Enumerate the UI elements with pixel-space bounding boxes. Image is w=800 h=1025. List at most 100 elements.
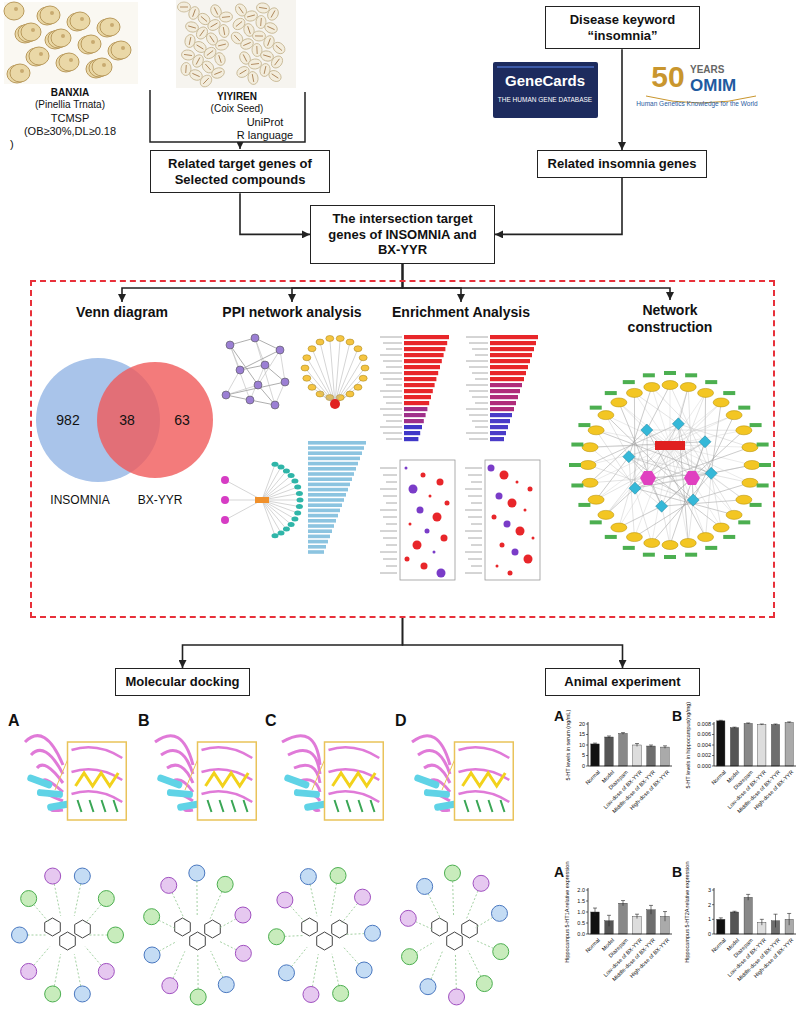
axis-tick [586, 934, 588, 935]
compound-node [623, 451, 635, 463]
degree-bar [308, 550, 324, 554]
tuber-spot [121, 46, 125, 50]
hub-node [255, 497, 269, 503]
panel-letter: C [265, 712, 277, 730]
error-bar [748, 894, 749, 900]
residue-circle [333, 985, 349, 1001]
seed-groove [193, 9, 196, 17]
term-placeholder [475, 403, 488, 404]
enrichment-dot [524, 555, 533, 564]
seed-groove [271, 11, 275, 18]
error-bar [609, 915, 610, 926]
term-placeholder [383, 415, 402, 416]
target-node [626, 388, 642, 397]
compound-node [687, 494, 699, 506]
docking-inset [198, 742, 257, 820]
docking-inset [325, 742, 384, 820]
network-edge [590, 442, 705, 447]
network-node [281, 378, 289, 386]
name-placeholder [664, 555, 676, 559]
protein-helix [413, 774, 440, 789]
target-node [662, 541, 678, 550]
enrichment-dot [429, 495, 432, 498]
node-text: Network construction [609, 302, 731, 336]
term-placeholder [386, 482, 397, 483]
enrichment-bar [404, 437, 418, 441]
tick-label: 1 [708, 916, 711, 922]
target-node [580, 461, 596, 470]
network-node [221, 496, 229, 504]
tuber-spot [91, 40, 95, 44]
residue-circle [108, 927, 124, 943]
term-placeholder [386, 524, 397, 525]
name-placeholder [605, 391, 617, 395]
term-placeholder [383, 433, 402, 434]
network-node [294, 510, 301, 515]
enrichment-bar [490, 335, 538, 339]
section-heading: Enrichment Analysis [382, 302, 540, 323]
compound-node [672, 418, 684, 430]
degree-bar [308, 477, 352, 481]
tuber-spot [69, 58, 73, 62]
residue-circle [190, 989, 206, 1005]
network-edge [647, 430, 692, 478]
enrichment-dot [500, 543, 505, 548]
pinellia-tuber [81, 35, 101, 53]
error-cap [593, 743, 597, 744]
name-placeholder [643, 553, 655, 557]
residue-circle [144, 947, 160, 963]
residue-circle [144, 909, 160, 925]
error-cap [774, 724, 778, 725]
term-placeholder [383, 379, 402, 380]
term-placeholder [469, 391, 488, 392]
network-edge [670, 393, 706, 445]
network-node [288, 473, 295, 478]
degree-bar [308, 498, 344, 502]
tuber-spot [31, 28, 35, 32]
coix-seed [213, 51, 227, 66]
axis-tick [586, 755, 588, 756]
term-placeholder [386, 385, 402, 386]
pinellia-tuber [100, 18, 120, 36]
network-edge [629, 457, 692, 478]
error-cap [635, 914, 639, 915]
panel-letter: A [554, 864, 564, 880]
name-placeholder [569, 463, 581, 467]
term-placeholder [475, 355, 488, 356]
residue-circle [277, 892, 293, 908]
network-node [303, 375, 311, 381]
herb-node [684, 471, 700, 485]
coix-seed [178, 2, 191, 12]
enrichment-dot [437, 569, 446, 578]
enrichment-dot [492, 515, 497, 520]
tick-label: 2.0 [577, 887, 585, 893]
degree-bar [308, 509, 340, 513]
term-placeholder [380, 391, 402, 392]
network-node [294, 485, 301, 490]
ring-structure [60, 932, 76, 950]
network-node [221, 476, 229, 484]
network-node [261, 361, 269, 369]
residue-circle [45, 986, 61, 1002]
network-edge [262, 500, 275, 536]
residue-circle [12, 927, 28, 943]
seed-groove [201, 16, 207, 21]
seed-groove [211, 23, 218, 27]
enrichment-bar [404, 395, 431, 399]
residue-circle [473, 875, 489, 891]
connector-arrow [621, 49, 623, 150]
protein-helix [283, 774, 310, 789]
name-placeholder [757, 483, 769, 487]
term-placeholder [383, 343, 402, 344]
network-node [301, 365, 309, 371]
protein-helix [37, 789, 64, 798]
enrichment-dot [413, 541, 422, 550]
enrichment-dot [421, 563, 428, 570]
enrichment-dot [425, 529, 430, 534]
ring-structure [75, 920, 91, 938]
node-text: Venn diagram [71, 304, 173, 321]
term-placeholder [380, 427, 402, 428]
error-cap [760, 724, 764, 725]
coix-seed [263, 21, 279, 36]
